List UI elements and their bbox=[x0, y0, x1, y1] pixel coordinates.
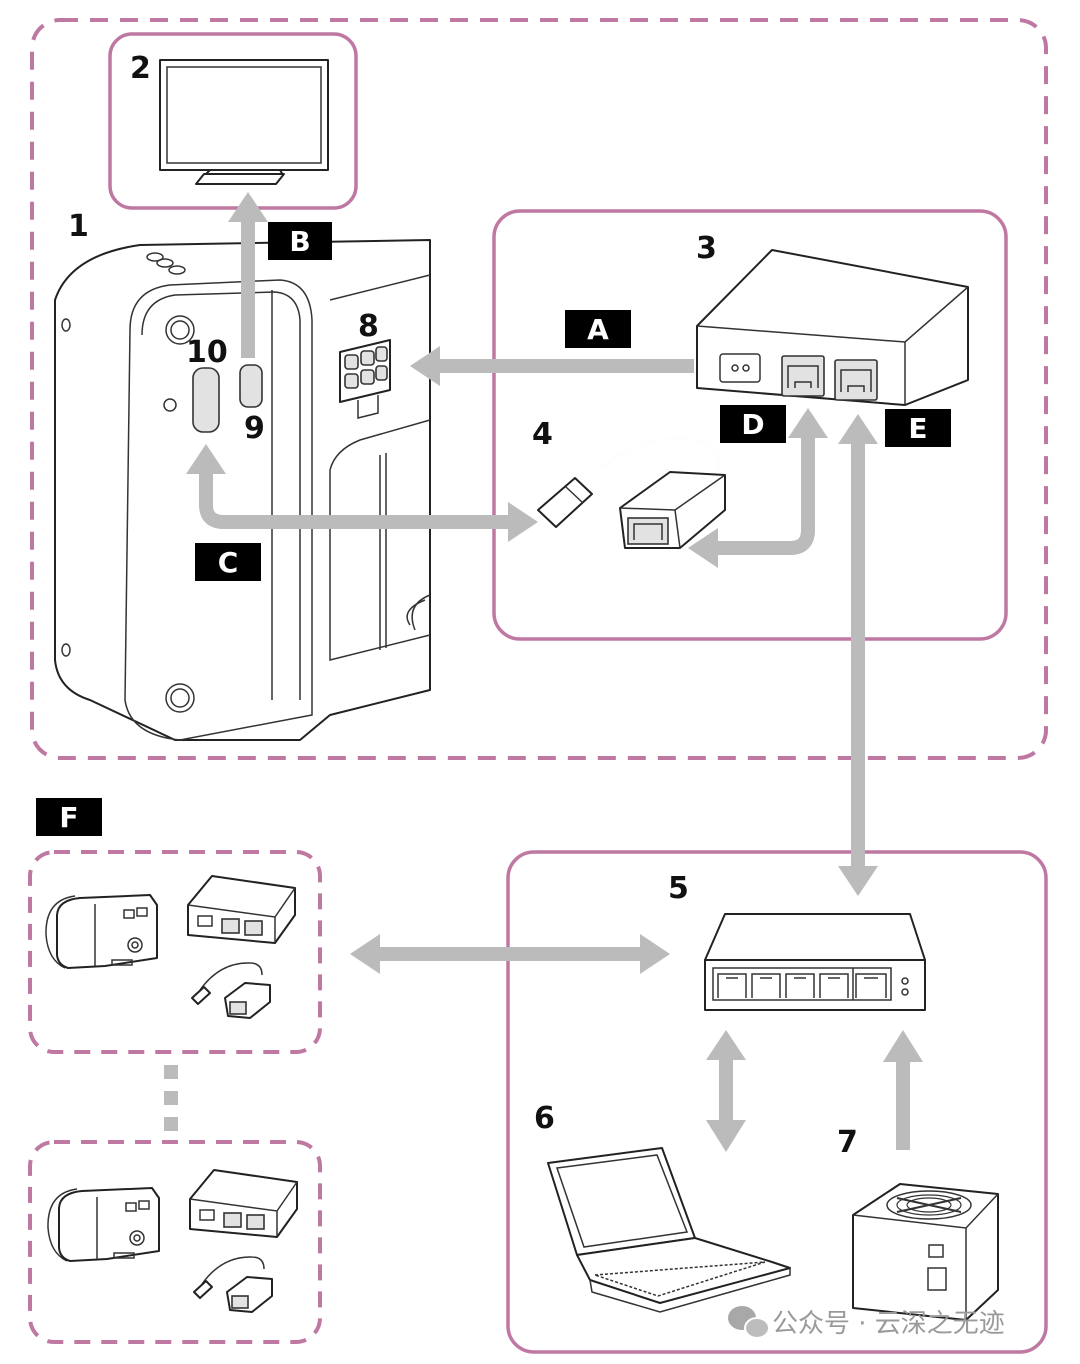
continuation-dots bbox=[164, 1065, 178, 1131]
arrow-e bbox=[838, 414, 878, 896]
number-2: 2 bbox=[130, 51, 151, 86]
connection-label-d: D bbox=[720, 405, 786, 443]
usb-port bbox=[192, 367, 220, 433]
camera-icon bbox=[47, 1187, 160, 1262]
label-c-text: C bbox=[218, 546, 239, 579]
wechat-icon bbox=[728, 1306, 770, 1339]
camera-icon bbox=[45, 894, 158, 969]
number-7: 7 bbox=[837, 1125, 858, 1160]
arrow-f bbox=[350, 934, 670, 974]
extra-camera-set-2 bbox=[47, 1169, 298, 1313]
hdmi-port bbox=[239, 364, 263, 408]
network-group-border bbox=[506, 850, 1048, 1354]
number-8: 8 bbox=[358, 309, 379, 344]
adapter-box-icon bbox=[189, 1169, 298, 1238]
connection-label-c: C bbox=[195, 543, 261, 581]
monitor-icon bbox=[159, 59, 329, 185]
number-6: 6 bbox=[534, 1101, 555, 1136]
label-d-text: D bbox=[741, 408, 764, 441]
number-4: 4 bbox=[532, 417, 553, 452]
monitor-group-border bbox=[108, 32, 358, 210]
extra-camera-group-border-2 bbox=[28, 1140, 322, 1344]
label-b-text: B bbox=[289, 225, 310, 258]
adapter-box-icon bbox=[696, 249, 969, 406]
extra-camera-group-border-1 bbox=[28, 850, 322, 1054]
camera-system-group-border bbox=[30, 18, 1048, 760]
adapter-box-icon bbox=[187, 875, 296, 944]
arrow-d bbox=[688, 408, 828, 568]
usb-lan-adapter-icon bbox=[193, 1256, 273, 1313]
arrow-a bbox=[410, 346, 694, 386]
arrow-power-switch bbox=[883, 1030, 923, 1150]
watermark-text: 公众号 · 云深之无迹 bbox=[772, 1309, 1005, 1339]
laptop-icon bbox=[547, 1147, 791, 1313]
number-9: 9 bbox=[244, 411, 265, 446]
number-1: 1 bbox=[68, 209, 89, 244]
usb-lan-adapter-icon bbox=[191, 962, 271, 1019]
label-e-text: E bbox=[908, 412, 927, 445]
arrow-b bbox=[228, 192, 268, 358]
label-a-text: A bbox=[587, 313, 609, 346]
power-supply-icon bbox=[852, 1183, 999, 1321]
number-10: 10 bbox=[186, 335, 228, 370]
arrow-switch-laptop bbox=[706, 1030, 746, 1152]
power-connector-icon bbox=[339, 339, 391, 419]
adapter-group-border bbox=[492, 209, 1008, 641]
network-switch-icon bbox=[704, 913, 926, 1011]
number-3: 3 bbox=[696, 231, 717, 266]
connection-label-b: B bbox=[268, 222, 332, 260]
connection-label-a: A bbox=[565, 310, 631, 348]
label-f-text: F bbox=[59, 801, 78, 834]
number-5: 5 bbox=[668, 871, 689, 906]
switch-ports bbox=[717, 968, 887, 1000]
connection-label-e: E bbox=[885, 409, 951, 447]
extra-camera-set-1 bbox=[45, 875, 296, 1019]
usb-lan-adapter-icon bbox=[537, 436, 726, 549]
camera-body-icon bbox=[54, 239, 431, 741]
connection-label-f: F bbox=[36, 798, 102, 836]
watermark: 公众号 · 云深之无迹 bbox=[728, 1306, 1005, 1339]
arrow-c bbox=[186, 444, 538, 542]
